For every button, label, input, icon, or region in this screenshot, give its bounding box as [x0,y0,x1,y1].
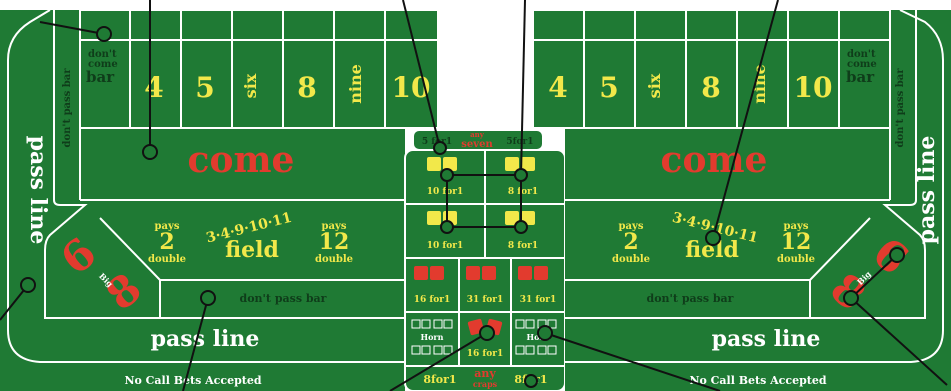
left-point-six[interactable]: six [241,73,260,98]
right-dont-come-bar-line3: bar [846,68,875,86]
right-come[interactable]: come [661,139,768,181]
field-double-left: double [612,254,650,265]
field-12: 12 [319,229,350,255]
horn-left-label: Horn [421,332,444,342]
center-props: 5 for1 any seven 5for1 10 for1 8 for1 10… [405,130,565,391]
left-footer-text: No Call Bets Accepted [124,374,261,387]
field-double-right: double [315,254,353,265]
right-pass-line[interactable]: pass line [712,326,821,352]
left-dont-pass-bar[interactable]: don't pass bar [240,292,327,305]
right-dont-pass-bar-vertical[interactable]: don't pass bar [895,68,906,148]
left-dont-pass-bar-vertical[interactable]: don't pass bar [62,68,73,148]
marker-horn-center[interactable] [480,326,494,340]
right-table: 4 5 six 8 nine 10 don't come bar don't p… [533,10,951,391]
right-point-8[interactable]: 8 [701,71,720,104]
field-2: 2 [159,229,174,255]
marker-pass-line-left[interactable] [21,278,35,292]
right-felt [533,10,951,370]
any-seven-top: any [470,130,485,139]
hard-8-odds: 10 for1 [427,241,464,251]
any-seven[interactable]: seven [461,139,493,150]
hard-6-odds: 10 for1 [427,187,464,197]
left-dont-come-bar-line3: bar [86,68,115,86]
right-footer-text: No Call Bets Accepted [689,374,826,387]
marker-big-8[interactable] [844,291,858,305]
marker-hard-4[interactable] [515,221,527,233]
right-point-4[interactable]: 4 [548,71,567,104]
marker-big-6[interactable] [890,248,904,262]
right-point-5[interactable]: 5 [599,71,618,104]
left-pass-line-vertical[interactable]: pass line [25,136,51,245]
field-double-left: double [148,254,186,265]
marker-hard-10[interactable] [515,169,527,181]
left-pass-line[interactable]: pass line [151,326,260,352]
marker-hard-6[interactable] [441,169,453,181]
marker-horn-right[interactable] [538,326,552,340]
left-table: don't come bar 4 5 six 8 nine 10 don't p… [0,10,438,391]
hard-4-odds: 8 for1 [508,241,538,251]
right-pass-line-vertical[interactable]: pass line [914,136,940,245]
left-point-8[interactable]: 8 [297,71,316,104]
prop-12-odds: 31 for1 [520,295,557,305]
marker-field-right[interactable] [706,231,720,245]
marker-dont-come-bar[interactable] [97,27,111,41]
hard-10-odds: 8 for1 [508,187,538,197]
right-dont-pass-bar[interactable]: don't pass bar [647,292,734,305]
right-point-10[interactable]: 10 [794,71,833,104]
left-felt [0,10,438,370]
marker-dont-pass-bar-left[interactable] [201,291,215,305]
prop-3-odds: 31 for1 [467,295,504,305]
left-point-5[interactable]: 5 [195,71,214,104]
marker-any-craps[interactable] [525,375,537,387]
any-craps-left-odds: 8for1 [423,373,456,386]
field-12: 12 [781,229,812,255]
left-point-nine[interactable]: nine [346,64,365,104]
any-seven-right-odds: 5for1 [506,137,533,147]
field-double-right: double [777,254,815,265]
left-come[interactable]: come [188,139,295,181]
any-craps[interactable]: craps [473,379,498,389]
field-word: field [225,237,279,263]
horn-center-odds: 16 for1 [467,349,504,359]
marker-hard-8[interactable] [441,221,453,233]
marker-any-seven[interactable] [434,142,446,154]
field-2: 2 [623,229,638,255]
prop-2-odds: 16 for1 [414,295,451,305]
marker-come[interactable] [143,145,157,159]
right-point-six[interactable]: six [645,73,664,98]
left-point-4[interactable]: 4 [144,71,163,104]
